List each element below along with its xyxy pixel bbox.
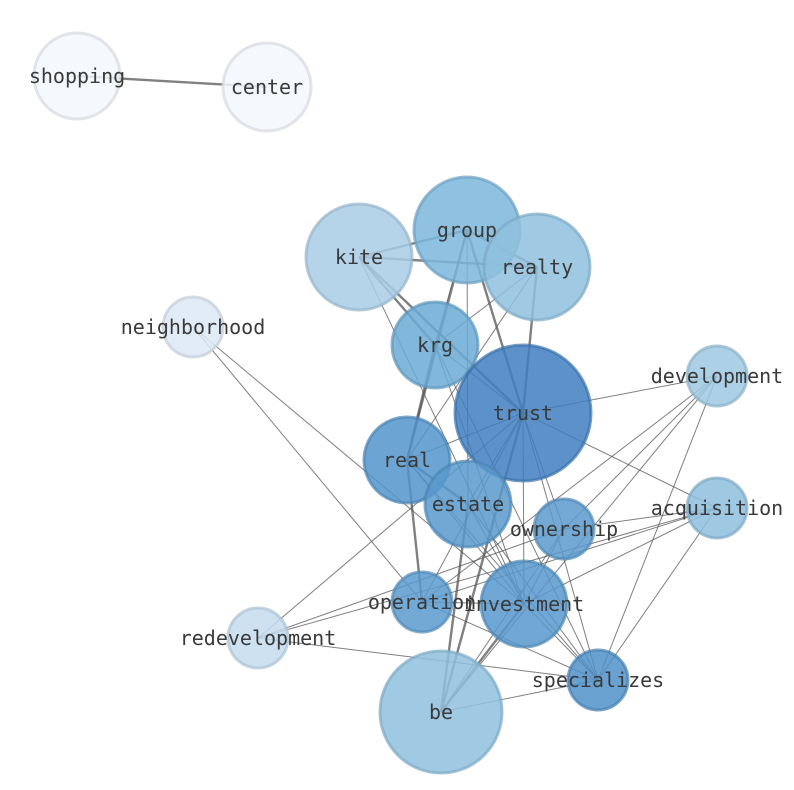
node-label-be: be (429, 700, 453, 724)
node-label-neighborhood: neighborhood (121, 315, 266, 339)
edge-kite-investment (358, 256, 525, 605)
edge-acquisition-redevelopment (257, 507, 718, 639)
edge-neighborhood-investment (192, 326, 525, 605)
node-label-investment: investment (464, 592, 584, 616)
node-redevelopment (226, 606, 290, 670)
edge-acquisition-specializes (597, 507, 718, 681)
node-development (685, 344, 749, 408)
node-label-center: center (231, 75, 303, 99)
node-label-operation: operation (368, 590, 476, 614)
node-label-ownership: ownership (510, 517, 618, 541)
edge-development-specializes (597, 375, 718, 681)
node-label-kite: kite (335, 245, 383, 269)
node-realty (482, 212, 592, 322)
node-shopping (32, 31, 122, 121)
node-label-real: real (383, 448, 431, 472)
node-operation (390, 570, 454, 634)
node-label-group: group (437, 218, 497, 242)
node-neighborhood (161, 295, 225, 359)
node-specializes (566, 648, 630, 712)
node-label-acquisition: acquisition (651, 496, 783, 520)
node-label-specializes: specializes (532, 668, 664, 692)
edge-neighborhood-operation (192, 326, 423, 603)
node-kite (304, 202, 414, 312)
edge-development-ownership (563, 375, 718, 530)
node-estate (423, 459, 513, 549)
node-ownership (532, 497, 596, 561)
node-investment (479, 559, 569, 649)
label-layer: shopping center group kite realty neighborhoo… (29, 64, 783, 724)
node-label-shopping: shopping (29, 64, 125, 88)
node-label-realty: realty (501, 255, 573, 279)
node-real (362, 415, 452, 505)
edge-development-operation (421, 375, 718, 603)
node-label-estate: estate (432, 492, 504, 516)
node-label-krg: krg (417, 333, 453, 357)
node-center (221, 41, 313, 133)
node-label-redevelopment: redevelopment (180, 626, 337, 650)
node-label-development: development (651, 364, 783, 388)
node-acquisition (685, 476, 749, 540)
node-layer (32, 31, 749, 775)
node-label-trust: trust (493, 401, 553, 425)
node-krg (390, 300, 480, 390)
node-trust (453, 343, 593, 483)
node-be (378, 649, 504, 775)
